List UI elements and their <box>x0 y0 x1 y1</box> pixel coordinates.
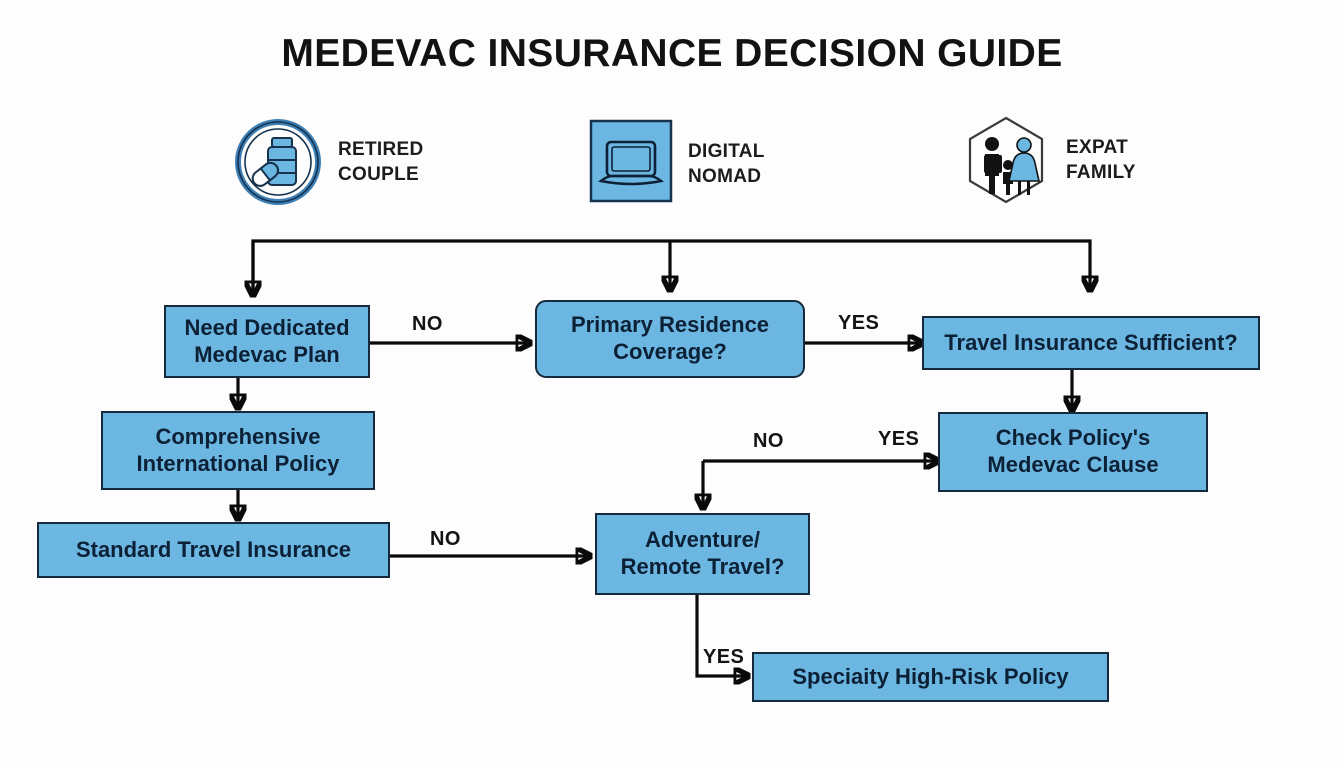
node-need-dedicated-medevac-plan[interactable]: Need Dedicated Medevac Plan <box>164 305 370 378</box>
persona-label: EXPAT FAMILY <box>1066 136 1136 183</box>
edge-label-adventure-yes: YES <box>703 646 745 668</box>
node-primary-residence-coverage[interactable]: Primary Residence Coverage? <box>535 300 805 378</box>
persona-retired-couple[interactable]: RETIRED COUPLE <box>232 116 424 208</box>
persona-label: DIGITAL NOMAD <box>688 140 765 187</box>
laptop-icon <box>588 118 674 210</box>
node-travel-insurance-sufficient[interactable]: Travel Insurance Sufficient? <box>922 316 1260 370</box>
edge-label-plan-to-residence: NO <box>412 313 443 335</box>
wire-persona-bus <box>251 239 1090 295</box>
edge-label-residence-to-travel-insurance: YES <box>838 312 880 334</box>
node-comprehensive-international-policy[interactable]: Comprehensive International Policy <box>101 411 375 490</box>
node-adventure-remote-travel[interactable]: Adventure/ Remote Travel? <box>595 513 810 595</box>
node-check-policys-medevac-clause[interactable]: Check Policy's Medevac Clause <box>938 412 1208 492</box>
persona-digital-nomad[interactable]: DIGITAL NOMAD <box>588 118 765 210</box>
edge-label-branch-no: NO <box>753 430 784 452</box>
page-title: MEDEVAC INSURANCE DECISION GUIDE <box>281 32 1063 75</box>
medicine-bottle-pill-icon <box>232 116 324 208</box>
persona-label: RETIRED COUPLE <box>338 138 424 185</box>
node-speciaity-high-risk-policy[interactable]: Speciaity High-Risk Policy <box>752 652 1109 702</box>
family-icon <box>960 114 1052 206</box>
edge-label-standard-to-adventure: NO <box>430 528 461 550</box>
persona-expat-family[interactable]: EXPAT FAMILY <box>960 114 1136 206</box>
edge-label-branch-yes: YES <box>878 428 920 450</box>
node-standard-travel-insurance[interactable]: Standard Travel Insurance <box>37 522 390 578</box>
